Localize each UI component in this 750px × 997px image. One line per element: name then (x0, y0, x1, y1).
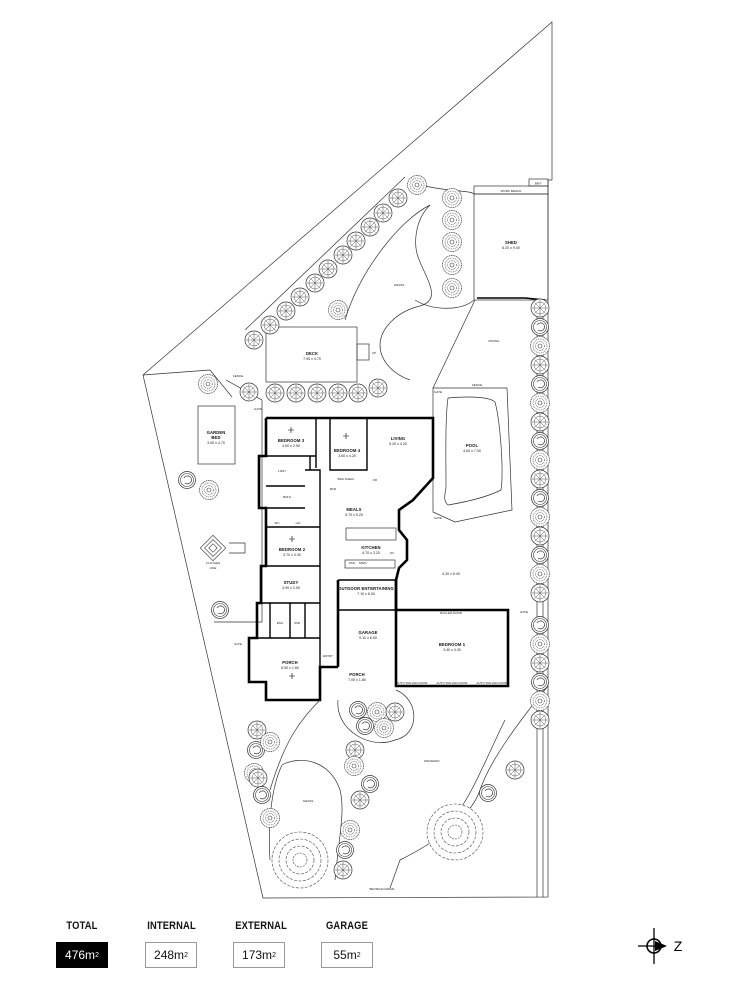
svg-text:L'DRY: L'DRY (278, 469, 287, 473)
svg-text:LINE: LINE (210, 566, 217, 570)
svg-text:FR: FR (373, 478, 378, 482)
svg-text:DECK: DECK (306, 351, 318, 356)
svg-text:3.70 x 3.30: 3.70 x 3.30 (283, 553, 301, 557)
svg-text:BEORGAN DRIVE: BEORGAN DRIVE (369, 887, 394, 891)
svg-text:3.40 x 4.30: 3.40 x 4.30 (443, 648, 461, 652)
svg-text:DRIVEWAY: DRIVEWAY (424, 759, 440, 763)
svg-text:BMT: BMT (535, 182, 542, 186)
svg-text:KITCHEN: KITCHEN (361, 545, 380, 550)
svg-text:AUTO ROLLER DOOR: AUTO ROLLER DOOR (477, 681, 509, 685)
svg-text:GATE: GATE (434, 516, 442, 520)
svg-text:GATE: GATE (254, 407, 262, 411)
svg-text:WORK BENCH: WORK BENCH (501, 189, 522, 193)
svg-text:BAR SHELF: BAR SHELF (338, 477, 355, 481)
svg-text:7.00 x 1.80: 7.00 x 1.80 (348, 678, 366, 682)
pool (444, 396, 503, 506)
svg-text:CLOTHES: CLOTHES (206, 561, 220, 565)
internal-area-label: INTERNAL (147, 920, 196, 932)
svg-text:FENCE: FENCE (472, 383, 482, 387)
house-walls (247, 416, 510, 702)
svg-text:Z: Z (674, 938, 683, 954)
svg-text:4.50 x 2.90: 4.50 x 2.90 (282, 444, 300, 448)
svg-text:ROLLER DOOR: ROLLER DOOR (440, 611, 463, 615)
svg-text:MWO: MWO (359, 561, 367, 565)
total-area-label: TOTAL (66, 920, 98, 932)
svg-text:PAVING: PAVING (489, 339, 501, 343)
svg-text:UP: UP (372, 351, 376, 355)
svg-text:FENCE: FENCE (233, 374, 243, 378)
svg-text:6.20 x 9.00: 6.20 x 9.00 (502, 246, 520, 250)
svg-text:AUTO ROLLER DOOR: AUTO ROLLER DOOR (397, 681, 429, 685)
garden-bed (197, 405, 236, 465)
svg-text:WIR: WIR (294, 621, 301, 625)
svg-text:4.70 x 3.20: 4.70 x 3.20 (362, 551, 380, 555)
svg-text:3.90 x 4.70: 3.90 x 4.70 (207, 441, 225, 445)
svg-text:AUTO ROLLER DOOR: AUTO ROLLER DOOR (437, 681, 469, 685)
external-area-label: EXTERNAL (235, 920, 287, 932)
svg-text:GRASS: GRASS (394, 283, 405, 287)
svg-text:GRASS: GRASS (303, 799, 314, 803)
svg-text:SHED: SHED (505, 240, 517, 245)
svg-text:OV: OV (390, 551, 394, 555)
svg-text:BEDROOM 2: BEDROOM 2 (279, 547, 306, 552)
svg-text:BEDROOM 4: BEDROOM 4 (334, 448, 361, 453)
svg-text:GATE: GATE (520, 610, 528, 614)
svg-text:5.90 x 1.80: 5.90 x 1.80 (281, 666, 299, 670)
svg-text:GATE: GATE (434, 390, 442, 394)
work-bench (473, 185, 549, 195)
svg-text:BED: BED (211, 435, 220, 440)
svg-text:7.90 x 4.70: 7.90 x 4.70 (303, 357, 321, 361)
svg-text:4.20 x 6.40: 4.20 x 6.40 (442, 572, 460, 576)
pool-fence (432, 387, 513, 523)
svg-text:LIVING: LIVING (391, 436, 406, 441)
svg-text:BEDROOM 1: BEDROOM 1 (439, 642, 466, 647)
svg-text:LIN: LIN (296, 521, 301, 525)
svg-text:GARAGE: GARAGE (359, 630, 378, 635)
svg-text:9.10 x 6.00: 9.10 x 6.00 (359, 636, 377, 640)
svg-text:STUDY: STUDY (284, 580, 299, 585)
svg-text:BEDROOM 3: BEDROOM 3 (278, 438, 305, 443)
bmt (528, 178, 549, 187)
svg-text:5.20 x 4.20: 5.20 x 4.20 (389, 442, 407, 446)
svg-text:5.70 x 5.20: 5.70 x 5.20 (345, 513, 363, 517)
svg-text:PAN: PAN (349, 561, 355, 565)
svg-text:PORCH: PORCH (282, 660, 298, 665)
svg-text:4.90 x 2.90: 4.90 x 2.90 (282, 586, 300, 590)
svg-text:GATE: GATE (234, 642, 242, 646)
svg-text:7.10 x 6.00: 7.10 x 6.00 (357, 592, 375, 596)
svg-text:BAR: BAR (330, 487, 337, 491)
svg-text:GARDEN: GARDEN (207, 430, 226, 435)
garage-area-label: GARAGE (325, 920, 369, 932)
svg-text:ENS: ENS (277, 621, 283, 625)
svg-text:POOL: POOL (466, 443, 479, 448)
svg-text:MEALS: MEALS (346, 507, 361, 512)
svg-text:ENTRY: ENTRY (323, 654, 333, 658)
clothes-line-icon (199, 534, 227, 562)
svg-text:WC: WC (275, 521, 281, 525)
site-floor-plan: WORK BENCH BMT SHED 6.20 x 9.00 GRASS UP… (142, 21, 553, 899)
svg-text:3.60 x 4.20: 3.60 x 4.20 (338, 454, 356, 458)
svg-text:OUTDOOR ENTERTAINING: OUTDOOR ENTERTAINING (338, 586, 394, 591)
svg-text:PORCH: PORCH (349, 672, 365, 677)
svg-text:4.00 x 7.00: 4.00 x 7.00 (463, 449, 481, 453)
svg-text:BATH: BATH (283, 495, 291, 499)
north-arrow-icon: Z (638, 928, 683, 964)
